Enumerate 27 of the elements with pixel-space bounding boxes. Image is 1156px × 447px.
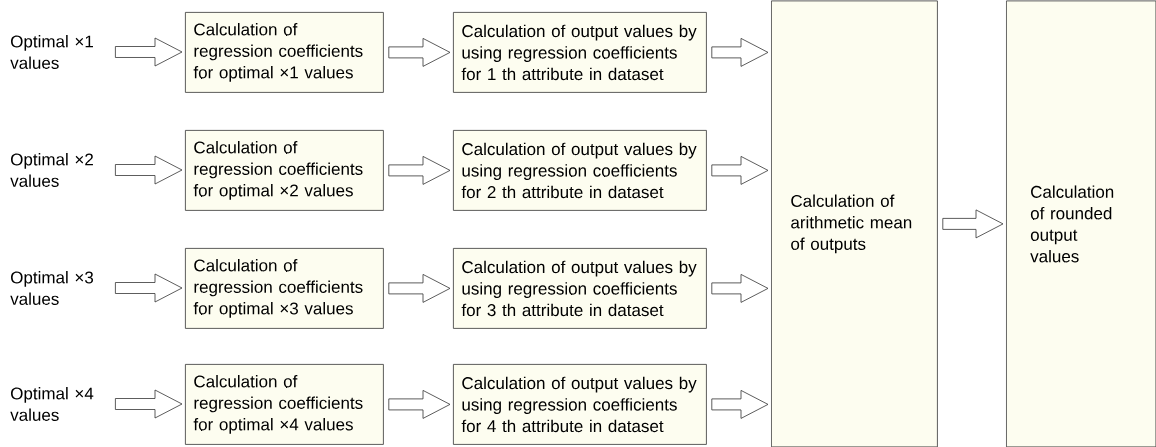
process-box: Calculation of arithmetic mean of outputs [771,0,938,447]
block-arrow [388,156,451,185]
input-label: Optimal ×3 values [10,271,94,305]
block-arrow [115,155,183,185]
block-arrow [115,37,183,67]
block-arrow [711,38,769,67]
block-arrow [942,209,1004,239]
process-box: Calculation of output values by using regression coefficients for 3 th attribute in dataset [453,248,707,329]
process-box: Calculation of regression coefficients for optimal ×2 values [185,130,384,211]
process-box: Calculation of regression coefficients for optimal ×1 values [185,12,384,93]
input-label: Optimal ×4 values [10,387,94,421]
process-box: Calculation of regression coefficients for optimal ×4 values [185,364,384,445]
block-arrow [711,390,769,419]
block-arrow [711,274,769,303]
process-box: Calculation of output values by using regression coefficients for 1 th attribute in dataset [453,12,707,93]
process-box: Calculation of output values by using regression coefficients for 2 th attribute in dataset [453,130,707,211]
block-arrow [388,38,451,67]
block-arrow [115,389,183,419]
block-arrow [388,390,451,419]
input-label: Optimal ×1 values [10,35,93,69]
process-box: Calculation of rounded output values [1006,0,1156,447]
process-box: Calculation of regression coefficients for optimal ×3 values [185,248,384,329]
block-arrow [711,156,769,185]
block-arrow [388,274,451,303]
input-label: Optimal ×2 values [10,153,93,187]
block-arrow [115,273,183,303]
process-box: Calculation of output values by using regression coefficients for 4 th attribute in dataset [453,364,707,445]
